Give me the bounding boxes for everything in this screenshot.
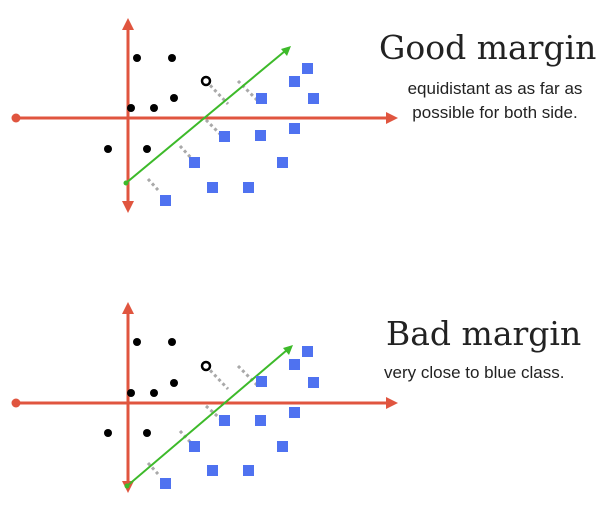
separator-line	[126, 349, 288, 487]
class-dot	[127, 389, 135, 397]
class-dot	[133, 338, 141, 346]
class-square	[160, 195, 171, 206]
bad-margin-diagram	[11, 302, 398, 493]
separator-line	[125, 50, 286, 184]
class-dot	[143, 145, 151, 153]
description-line: very close to blue class.	[384, 363, 565, 382]
bad-margin-panel: Bad margin very close to blue class.	[0, 282, 614, 512]
class-square	[219, 131, 230, 142]
margin-lines	[146, 364, 260, 476]
y-axis-arrowhead-top	[122, 18, 134, 30]
separator	[124, 345, 293, 489]
class-dot-support-vector	[200, 360, 212, 372]
x-axis-arrowhead	[386, 397, 398, 409]
class-square	[289, 407, 300, 418]
class-dot	[104, 429, 112, 437]
class-square	[308, 377, 319, 388]
class-square	[277, 441, 288, 452]
class-square	[255, 415, 266, 426]
good-margin-panel: Good margin equidistant as as far as pos…	[0, 0, 614, 230]
margin-line	[204, 364, 230, 391]
class-square	[160, 478, 171, 489]
separator-endpoint-dot	[124, 483, 130, 489]
class-square	[302, 63, 313, 74]
axes	[11, 302, 398, 493]
class-squares	[160, 346, 319, 489]
class-square	[207, 182, 218, 193]
class-square	[289, 123, 300, 134]
class-square	[243, 465, 254, 476]
class-square	[255, 130, 266, 141]
class-square	[207, 465, 218, 476]
good-margin-diagram	[11, 18, 398, 213]
class-square	[289, 76, 300, 87]
class-square	[302, 346, 313, 357]
class-square	[189, 441, 200, 452]
panel-title: Good margin	[379, 28, 597, 67]
panel-description: very close to blue class.	[384, 361, 564, 385]
class-dot	[168, 54, 176, 62]
class-square	[243, 182, 254, 193]
separator-arrowhead	[283, 345, 293, 355]
separator-endpoint-dot	[123, 180, 129, 186]
axes	[11, 18, 398, 213]
class-square	[189, 157, 200, 168]
class-dot	[104, 145, 112, 153]
class-dot	[170, 379, 178, 387]
class-square	[277, 157, 288, 168]
class-square	[308, 93, 319, 104]
class-dot	[143, 429, 151, 437]
class-dots	[104, 54, 212, 153]
class-dot	[133, 54, 141, 62]
class-dot	[127, 104, 135, 112]
margin-line	[146, 177, 160, 192]
margin-line	[146, 461, 160, 476]
class-dots	[104, 338, 212, 437]
class-square	[256, 93, 267, 104]
y-axis-arrowhead-bottom	[122, 201, 134, 213]
panel-title: Bad margin	[386, 314, 582, 353]
y-axis-arrowhead-top	[122, 302, 134, 314]
class-square	[219, 415, 230, 426]
class-dot	[168, 338, 176, 346]
x-axis-origin-dot	[11, 398, 21, 408]
panel-description: equidistant as as far as possible for bo…	[382, 77, 608, 125]
class-dot	[170, 94, 178, 102]
margin-line	[204, 118, 226, 140]
class-square	[256, 376, 267, 387]
margin-line	[236, 79, 260, 103]
description-line: equidistant as as far as	[407, 79, 583, 98]
class-dot	[150, 389, 158, 397]
class-square	[289, 359, 300, 370]
class-dot-support-vector	[200, 75, 212, 87]
class-dot	[150, 104, 158, 112]
class-squares	[160, 63, 319, 206]
separator-arrowhead	[281, 46, 291, 56]
x-axis-origin-dot	[11, 113, 21, 123]
x-axis-arrowhead	[386, 112, 398, 124]
description-line: possible for both side.	[412, 103, 578, 122]
separator	[123, 46, 291, 186]
margin-lines	[146, 79, 260, 192]
margin-line	[236, 364, 260, 388]
